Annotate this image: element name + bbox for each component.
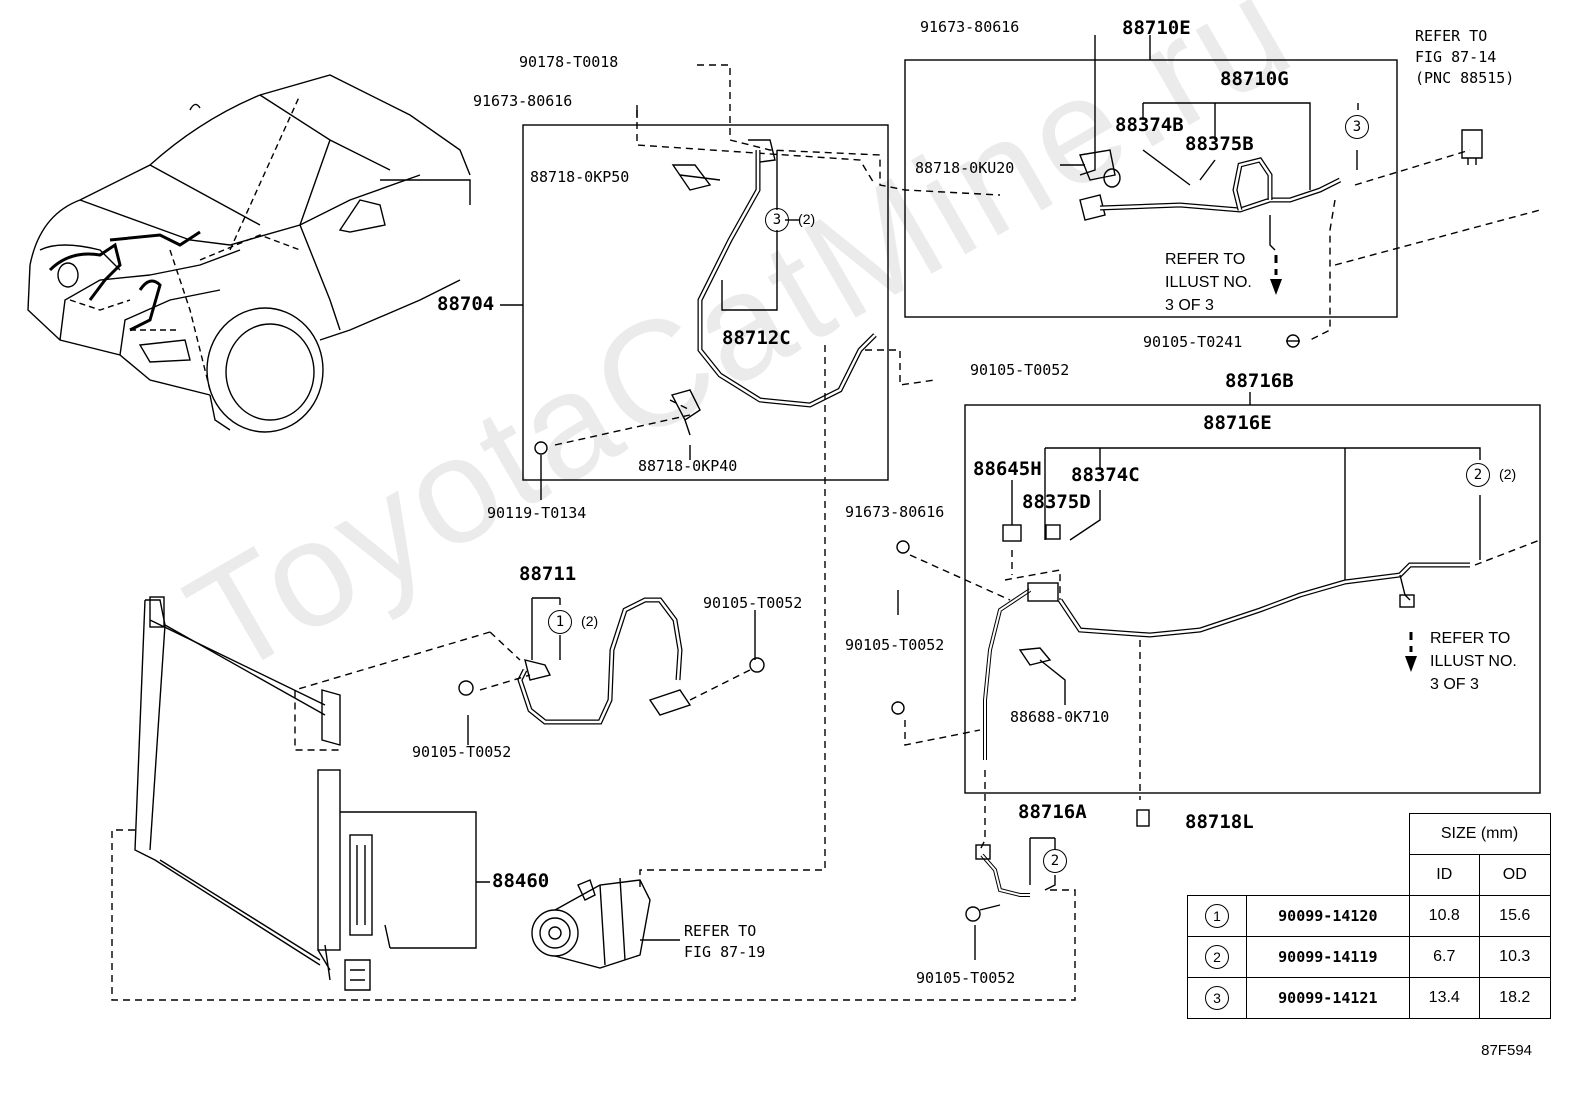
callout-qty: (2) (1499, 466, 1517, 482)
part-label-88716e: 88716E (1203, 412, 1272, 434)
part-label-88712c: 88712C (722, 327, 791, 349)
row-ref: 1 (1205, 904, 1230, 928)
row-od: 10.3 (1479, 936, 1551, 978)
callout-number: 3 (765, 208, 789, 232)
table-row: 2 90099-14119 6.7 10.3 (1186, 936, 1551, 978)
part-label-90105-t0052: 90105-T0052 (845, 636, 945, 654)
part-label-88718-0kp50: 88718-0KP50 (530, 168, 630, 186)
id-header: ID (1408, 854, 1480, 896)
row-id: 6.7 (1408, 936, 1480, 978)
part-label-88645h: 88645H (973, 458, 1042, 480)
part-label-88711: 88711 (519, 563, 577, 585)
part-label-88716b: 88716B (1225, 370, 1294, 392)
row-part-number[interactable]: 90099-14121 (1246, 977, 1410, 1019)
row-part-number[interactable]: 90099-14119 (1246, 936, 1410, 978)
refer-to-fig-87-14-note[interactable]: REFER TO FIG 87-14 (PNC 88515) (1415, 27, 1515, 87)
part-label-88718-0ku20: 88718-0KU20 (915, 159, 1015, 177)
part-label-90119-t0134: 90119-T0134 (487, 504, 587, 522)
row-od: 15.6 (1479, 895, 1551, 937)
row-id: 13.4 (1408, 977, 1480, 1019)
callout-qty: (2) (581, 613, 599, 629)
table-row: 3 90099-14121 13.4 18.2 (1186, 977, 1551, 1019)
row-od: 18.2 (1479, 977, 1551, 1019)
part-label-88710e: 88710E (1122, 17, 1191, 39)
part-label-88374c: 88374C (1071, 464, 1140, 486)
part-label-88374b: 88374B (1115, 114, 1184, 136)
size-header: SIZE (mm) (1408, 813, 1551, 855)
part-label-88704: 88704 (437, 293, 495, 315)
o-ring-callout-2: 2 (2) (1466, 463, 1516, 487)
row-ref: 2 (1205, 945, 1230, 969)
part-label-90105-t0052: 90105-T0052 (703, 594, 803, 612)
callout-qty: (2) (798, 211, 816, 227)
part-label-88718-0kp40: 88718-0KP40 (638, 457, 738, 475)
callout-number: 3 (1345, 115, 1369, 139)
callout-number: 2 (1466, 463, 1490, 487)
part-label-88710g: 88710G (1220, 68, 1289, 90)
part-label-90105-t0052: 90105-T0052 (412, 743, 512, 761)
o-ring-callout-3: 3 (1345, 115, 1369, 139)
o-ring-callout-2: 2 (1043, 849, 1067, 873)
callout-number: 2 (1043, 849, 1067, 873)
part-label-90178-t0018: 90178-T0018 (519, 53, 619, 71)
part-label-91673-80616: 91673-80616 (920, 18, 1020, 36)
part-label-88375b: 88375B (1185, 133, 1254, 155)
refer-to-fig-87-19-note[interactable]: REFER TO FIG 87-19 (684, 922, 766, 961)
vehicle-illustration (27, 74, 471, 433)
part-label-88375d: 88375D (1022, 491, 1091, 513)
callout-number: 1 (548, 610, 572, 634)
down-arrow-icon (1405, 632, 1417, 672)
down-arrow-icon (1270, 255, 1282, 295)
figure-code: 87F594 (1481, 1042, 1532, 1059)
table-row: 1 90099-14120 10.8 15.6 (1186, 895, 1551, 937)
part-label-91673-80616: 91673-80616 (845, 503, 945, 521)
refer-to-illust-note[interactable]: REFER TO ILLUST NO. 3 OF 3 (1165, 251, 1252, 314)
part-label-88716a: 88716A (1018, 801, 1087, 823)
part-label-90105-t0052: 90105-T0052 (916, 969, 1016, 987)
part-label-90105-t0241: 90105-T0241 (1143, 333, 1243, 351)
o-ring-callout-3: 3 (2) (765, 208, 815, 232)
refer-to-illust-note[interactable]: REFER TO ILLUST NO. 3 OF 3 (1430, 630, 1517, 693)
row-part-number[interactable]: 90099-14120 (1246, 895, 1410, 937)
part-label-91673-80616: 91673-80616 (473, 92, 573, 110)
part-label-88460: 88460 (492, 870, 550, 892)
o-ring-size-table: SIZE (mm) ID OD 1 90099-14120 10.8 15.6 … (1186, 813, 1551, 1019)
od-header: OD (1479, 854, 1551, 896)
o-ring-callout-1: 1 (2) (548, 610, 598, 634)
part-label-88688-0k710: 88688-0K710 (1010, 708, 1110, 726)
part-label-90105-t0052: 90105-T0052 (970, 361, 1070, 379)
row-ref: 3 (1205, 986, 1230, 1010)
row-id: 10.8 (1408, 895, 1480, 937)
